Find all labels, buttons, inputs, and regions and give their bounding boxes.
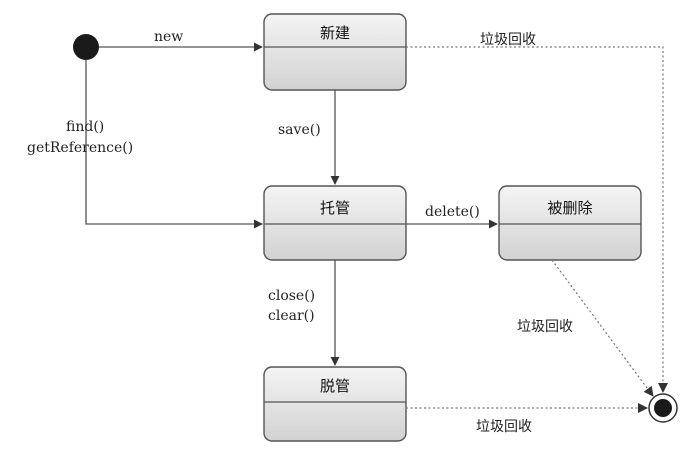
label-gc-bottom: 垃圾回收 xyxy=(476,419,532,435)
state-detached-label: 脱管 xyxy=(320,377,350,395)
state-removed-label: 被删除 xyxy=(547,199,592,217)
label-get-reference: getReference() xyxy=(27,140,133,156)
final-state-node xyxy=(648,393,678,423)
edge-removed-to-final xyxy=(551,259,654,397)
edge-start-to-managed xyxy=(85,60,263,229)
label-delete: delete() xyxy=(425,204,480,220)
label-gc-top: 垃圾回收 xyxy=(480,32,536,48)
label-gc-middle: 垃圾回收 xyxy=(517,319,573,335)
initial-state-node xyxy=(73,34,99,60)
state-new-label: 新建 xyxy=(320,24,350,42)
edge-new-to-final xyxy=(406,46,668,393)
label-close: close() xyxy=(268,288,315,304)
state-detached: 脱管 xyxy=(263,366,407,442)
label-new: new xyxy=(154,29,183,45)
label-save: save() xyxy=(278,122,321,138)
state-removed: 被删除 xyxy=(498,185,642,261)
state-managed: 托管 xyxy=(263,185,407,261)
label-find: find() xyxy=(66,119,104,135)
state-new: 新建 xyxy=(263,13,407,91)
label-clear: clear() xyxy=(268,308,315,324)
state-managed-label: 托管 xyxy=(320,199,350,217)
